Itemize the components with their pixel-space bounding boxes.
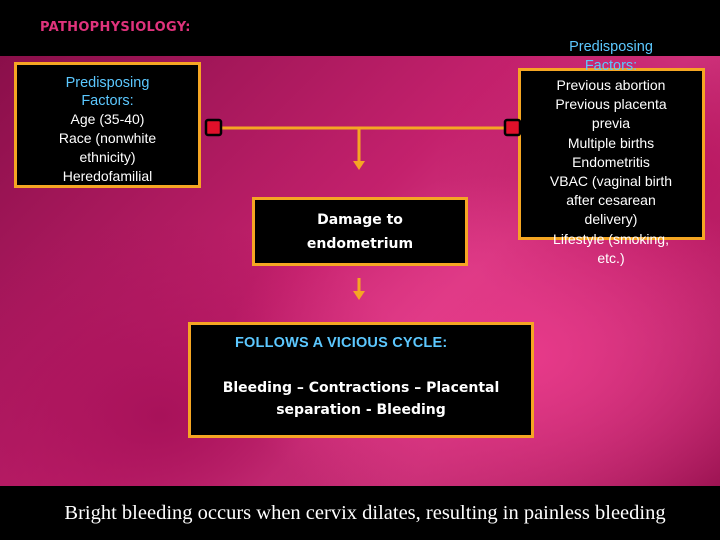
center-box-line: Damage to (317, 212, 403, 228)
footer-caption: Bright bleeding occurs when cervix dilat… (64, 502, 666, 524)
down-arrow-icon (353, 161, 365, 170)
left-factor-item: Heredofamilial (62, 168, 153, 184)
slide-title: PATHOPHYSIOLOGY: (40, 20, 191, 35)
vicious-cycle-line: Bleeding – Contractions – Placental (222, 380, 500, 396)
right-factor-item: Previous abortion (556, 77, 666, 93)
right-factors-heading-line: Predisposing (569, 39, 653, 55)
left-factor-item: ethnicity) (79, 149, 136, 165)
right-factor-item: previa (591, 115, 631, 132)
right-factor-item: Multiple births (567, 134, 655, 151)
top-bar (0, 0, 720, 56)
vicious-cycle-description: Bleeding – Contractions – Placental sepa… (191, 377, 531, 421)
right-connector-node-icon (503, 118, 522, 137)
right-factor-item: etc.) (597, 249, 625, 266)
left-connector-node-icon (204, 118, 223, 137)
vicious-cycle-title-text: FOLLOWS A VICIOUS CYCLE (235, 335, 443, 351)
footer-bar (0, 486, 720, 540)
right-factors-list: Predisposing Factors: Previous abortion … (540, 38, 682, 268)
left-factors-box: Predisposing Factors: Age (35-40) Race (… (14, 62, 201, 188)
right-factor-item: delivery) (584, 211, 638, 228)
vicious-cycle-line: separation - Bleeding (276, 402, 446, 418)
right-factor-item: Lifestyle (smoking, (553, 230, 669, 247)
left-factor-item: Race (nonwhite (58, 130, 157, 146)
left-factors-heading-line: Predisposing (65, 75, 150, 91)
right-factor-item: after cesarean (566, 192, 656, 209)
right-factor-item: Endometritis (572, 153, 650, 170)
vicious-cycle-title: FOLLOWS A VICIOUS CYCLE: (235, 335, 447, 351)
center-box-line: endometrium (306, 236, 414, 252)
right-factor-item: VBAC (vaginal birth (549, 173, 673, 190)
left-factor-item: Age (35-40) (70, 111, 145, 127)
vicious-cycle-title-colon: : (442, 335, 448, 351)
left-factors-heading-line: Factors: (81, 93, 134, 109)
right-factor-item: Previous placenta (555, 96, 667, 113)
damage-to-endometrium-box: Damage to endometrium (252, 197, 468, 266)
right-factors-box (518, 68, 705, 240)
down-arrow-icon (353, 291, 365, 300)
right-factors-heading-line: Factors: (584, 58, 638, 74)
vicious-cycle-box: FOLLOWS A VICIOUS CYCLE: Bleeding – Cont… (188, 322, 534, 438)
